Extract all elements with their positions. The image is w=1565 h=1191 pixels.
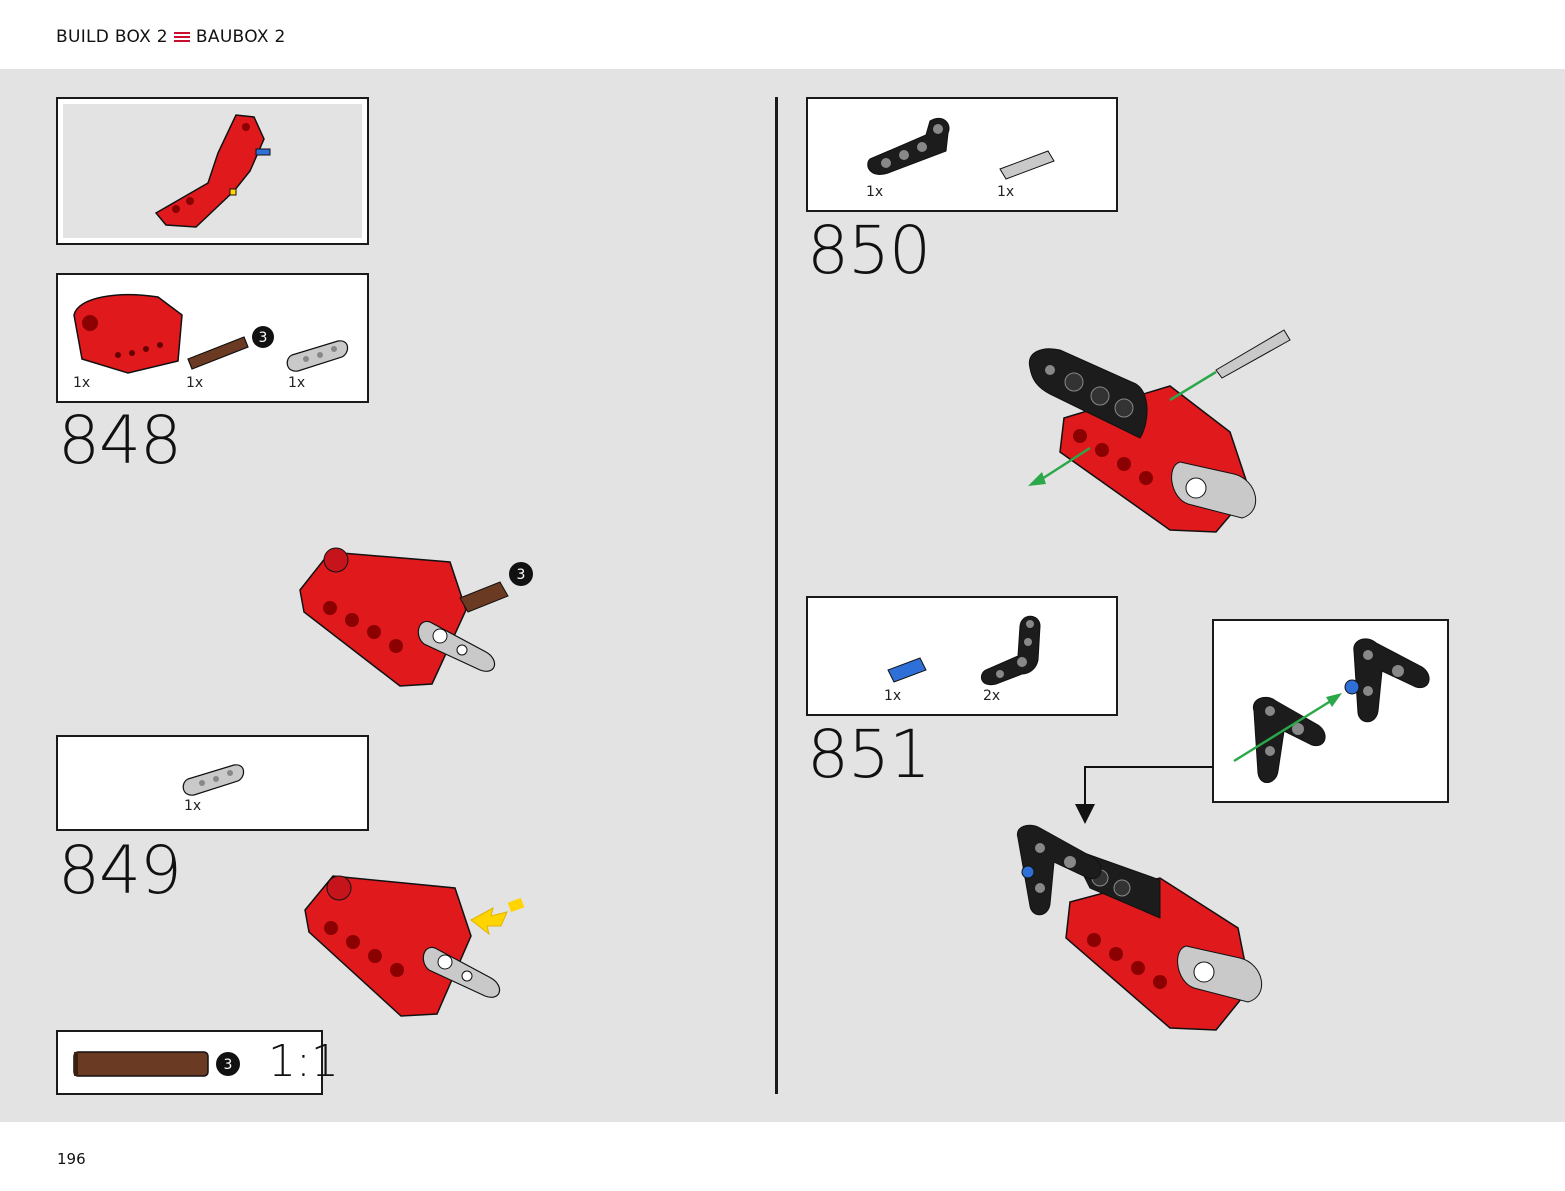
subassembly-image — [154, 114, 271, 228]
callout-subassembly — [1233, 638, 1430, 783]
black-angle-beam-part — [980, 615, 1041, 686]
part-qty: 1x — [73, 375, 91, 391]
gray-beam-part — [182, 764, 245, 796]
badge-circle — [252, 326, 274, 348]
part-qty: 1x — [184, 798, 202, 814]
part-badge: 3 — [259, 330, 268, 346]
part-qty: 2x — [983, 688, 1001, 704]
step-number: 849 — [58, 832, 182, 909]
step-851-callout-box — [1212, 619, 1449, 803]
part-qty: 1x — [884, 688, 902, 704]
blue-pin-part — [887, 657, 927, 683]
gray-pin-part — [999, 150, 1055, 180]
scale-ratio: 1:1 — [268, 1036, 339, 1087]
step-850-assembly — [1028, 329, 1291, 533]
black-beam-part — [867, 117, 950, 175]
assembly-badge: 3 — [517, 567, 526, 583]
subassembly-preview-box — [56, 97, 369, 245]
header-title-en: BUILD BOX 2 — [56, 27, 168, 47]
step-number: 848 — [58, 402, 182, 479]
callout-arrow — [1075, 766, 1213, 824]
page-header: BUILD BOX 2 BAUBOX 2 — [0, 0, 1565, 69]
step-848-assembly: 3 — [299, 547, 533, 687]
step-number: 851 — [807, 716, 931, 793]
gray-beam-part — [286, 340, 349, 372]
scale-badge: 3 — [224, 1057, 233, 1073]
part-qty: 1x — [997, 184, 1015, 200]
part-qty: 1x — [186, 375, 204, 391]
step-851-parts-box — [806, 596, 1118, 716]
part-qty: 1x — [866, 184, 884, 200]
page-footer — [0, 1122, 1565, 1191]
step-number: 850 — [807, 212, 931, 289]
brown-axle-part: 3 — [187, 326, 274, 370]
header-title-de: BAUBOX 2 — [195, 27, 286, 47]
step-850-parts-box — [806, 97, 1118, 212]
step-849-assembly — [304, 875, 525, 1017]
header-title: BUILD BOX 2 BAUBOX 2 — [56, 27, 286, 47]
brown-axle-1to1: 3 — [73, 1051, 240, 1077]
step-848-parts-box: 3 — [56, 273, 369, 403]
page-divider — [775, 97, 778, 1094]
step-849-parts-box — [56, 735, 369, 831]
page-number: 196 — [57, 1150, 86, 1168]
red-panel-part — [73, 294, 183, 374]
part-qty: 1x — [288, 375, 306, 391]
step-851-assembly — [1016, 824, 1263, 1031]
menu-icon — [173, 31, 190, 43]
scale-reference-box: 3 1:1 — [56, 1030, 339, 1095]
